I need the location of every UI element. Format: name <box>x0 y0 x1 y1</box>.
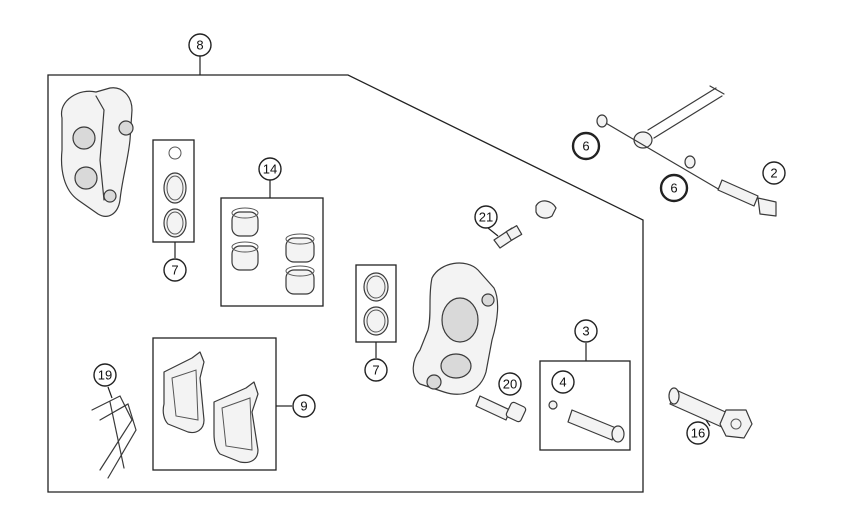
callout-21: 21 <box>474 205 498 229</box>
caliper-bracket <box>60 87 134 217</box>
leader-21 <box>487 227 499 237</box>
seal-kit-box-left <box>152 139 195 243</box>
retaining-pin <box>596 85 777 217</box>
pistons <box>231 207 315 295</box>
guide-pin-box <box>539 360 631 451</box>
callout-4: 4 <box>551 370 575 394</box>
svg-text:2: 2 <box>770 166 777 181</box>
callout-6-lower: 6 <box>659 173 689 203</box>
callout-3: 3 <box>574 319 598 343</box>
leader-16 <box>705 419 711 427</box>
seal-rings-middle <box>363 272 389 336</box>
svg-text:4: 4 <box>559 375 566 390</box>
callout-14: 14 <box>258 157 282 181</box>
svg-text:7: 7 <box>171 263 178 278</box>
caliper-housing <box>412 262 499 395</box>
callout-20: 20 <box>498 372 522 396</box>
callout-8: 8 <box>188 33 212 57</box>
svg-text:20: 20 <box>503 377 517 392</box>
svg-text:19: 19 <box>98 368 112 383</box>
svg-text:9: 9 <box>300 399 307 414</box>
guide-pin <box>548 400 625 443</box>
bleeder-valve <box>493 200 557 249</box>
svg-text:7: 7 <box>372 363 379 378</box>
svg-text:21: 21 <box>479 210 493 225</box>
svg-text:6: 6 <box>670 181 677 196</box>
bolt-20 <box>475 395 527 423</box>
piston-kit-box <box>220 197 324 307</box>
spring-clip <box>91 395 137 479</box>
svg-text:6: 6 <box>582 139 589 154</box>
seal-rings-left <box>163 146 187 238</box>
callout-7-left: 7 <box>163 258 187 282</box>
brake-pads <box>162 351 259 464</box>
svg-text:3: 3 <box>582 324 589 339</box>
callout-19: 19 <box>93 363 117 387</box>
assembly-frame <box>47 74 644 493</box>
svg-text:14: 14 <box>263 162 277 177</box>
callout-16: 16 <box>686 421 710 445</box>
callout-2: 2 <box>762 161 786 185</box>
callout-6-upper: 6 <box>571 131 601 161</box>
callout-9: 9 <box>292 394 316 418</box>
callout-7-middle: 7 <box>364 358 388 382</box>
svg-text:16: 16 <box>691 426 705 441</box>
axle-bolt <box>668 387 753 439</box>
brake-pad-box <box>152 337 277 471</box>
leader-19 <box>107 386 113 399</box>
svg-text:8: 8 <box>196 38 203 53</box>
